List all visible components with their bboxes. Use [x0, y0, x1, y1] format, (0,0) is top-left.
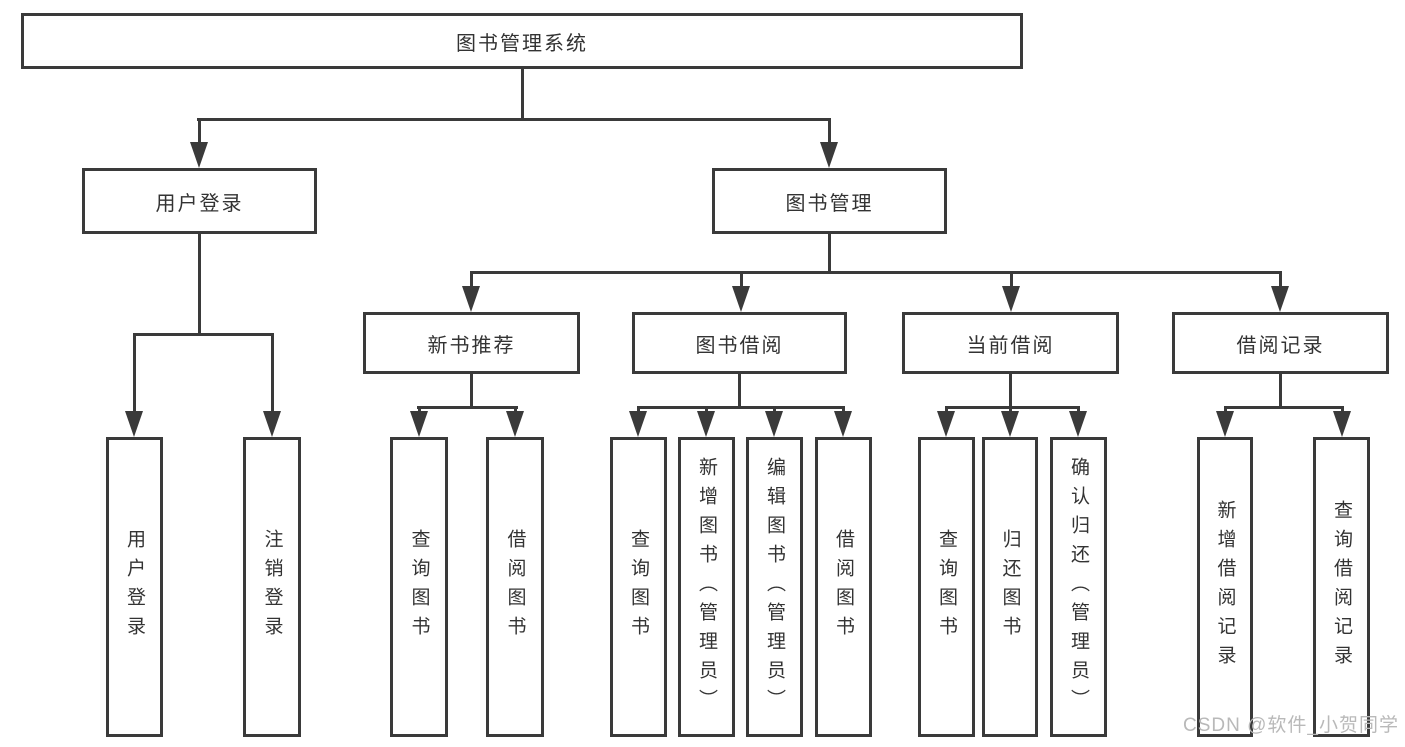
- leaf-logout-label: 注销登录: [261, 529, 283, 645]
- connector-line: [1279, 374, 1282, 406]
- arrowhead: [462, 286, 480, 312]
- leaf-return-books: 归还图书: [982, 437, 1038, 737]
- leaf-borrow-query-books: 查询图书: [610, 437, 667, 737]
- node-borrow-records-label: 借阅记录: [1236, 334, 1325, 357]
- leaf-user-login: 用户登录: [106, 437, 163, 737]
- connector-line: [705, 406, 708, 414]
- connector-line: [1077, 406, 1080, 414]
- connector-line: [470, 271, 1281, 274]
- leaf-user-login-label: 用户登录: [124, 529, 145, 645]
- connector-line: [198, 118, 201, 144]
- node-new-book-recommend: 新书推荐: [363, 312, 580, 374]
- node-user-login: 用户登录: [82, 168, 317, 234]
- connector-line: [271, 333, 274, 413]
- leaf-borrow-books: 借阅图书: [815, 437, 872, 737]
- arrowhead: [410, 411, 428, 437]
- connector-line: [417, 406, 518, 409]
- node-book-borrow-label: 图书借阅: [695, 334, 784, 357]
- leaf-recommend-query-books: 查询图书: [390, 437, 448, 737]
- arrowhead: [1069, 411, 1087, 437]
- arrowhead: [820, 142, 838, 168]
- leaf-recommend-query-books-label: 查询图书: [408, 529, 430, 645]
- leaf-edit-books-admin: 编辑图书（管理员）: [746, 437, 803, 737]
- node-book-management-label: 图书管理: [785, 192, 874, 215]
- leaf-current-query-books-label: 查询图书: [936, 529, 957, 645]
- connector-line: [1224, 406, 1343, 409]
- arrowhead: [263, 411, 281, 437]
- node-book-borrow: 图书借阅: [632, 312, 847, 374]
- connector-line: [828, 234, 831, 274]
- connector-line: [828, 118, 831, 144]
- watermark-text: CSDN @软件_小贺同学: [1183, 715, 1399, 736]
- leaf-add-books-admin-label: 新增图书（管理员）: [696, 456, 717, 718]
- leaf-query-borrow-record-label: 查询借阅记录: [1331, 500, 1352, 674]
- connector-line: [198, 234, 201, 333]
- connector-line: [197, 118, 831, 121]
- node-root: 图书管理系统: [21, 13, 1023, 69]
- leaf-borrow-books-label: 借阅图书: [833, 529, 854, 645]
- connector-line: [470, 374, 473, 406]
- arrowhead: [1333, 411, 1351, 437]
- connector-line: [945, 406, 1079, 409]
- connector-line: [470, 271, 473, 288]
- node-book-management: 图书管理: [712, 168, 947, 234]
- connector-line: [1010, 271, 1013, 288]
- connector-line: [133, 333, 274, 336]
- leaf-logout: 注销登录: [243, 437, 301, 737]
- connector-line: [418, 406, 421, 414]
- arrowhead: [1271, 286, 1289, 312]
- node-user-login-label: 用户登录: [155, 192, 244, 215]
- arrowhead: [732, 286, 750, 312]
- connector-line: [1224, 406, 1227, 414]
- arrowhead: [1001, 411, 1019, 437]
- arrowhead: [765, 411, 783, 437]
- leaf-borrow-query-books-label: 查询图书: [628, 529, 649, 645]
- leaf-confirm-return-admin-label: 确认归还（管理员）: [1068, 456, 1089, 718]
- node-new-book-recommend-label: 新书推荐: [427, 334, 516, 357]
- connector-line: [738, 374, 741, 406]
- connector-line: [637, 406, 844, 409]
- leaf-query-borrow-record: 查询借阅记录: [1313, 437, 1370, 737]
- arrowhead: [125, 411, 143, 437]
- connector-line: [842, 406, 845, 414]
- connector-line: [740, 271, 743, 288]
- arrowhead: [834, 411, 852, 437]
- leaf-confirm-return-admin: 确认归还（管理员）: [1050, 437, 1107, 737]
- connector-line: [1009, 406, 1012, 414]
- node-current-borrow-label: 当前借阅: [966, 334, 1055, 357]
- arrowhead: [506, 411, 524, 437]
- leaf-add-borrow-record-label: 新增借阅记录: [1214, 500, 1236, 674]
- connector-line: [521, 69, 524, 118]
- arrowhead: [190, 142, 208, 168]
- arrowhead: [1002, 286, 1020, 312]
- connector-line: [1341, 406, 1344, 414]
- connector-line: [945, 406, 948, 414]
- leaf-add-books-admin: 新增图书（管理员）: [678, 437, 735, 737]
- arrowhead: [697, 411, 715, 437]
- node-root-label: 图书管理系统: [456, 32, 588, 55]
- connector-line: [637, 406, 640, 414]
- connector-line: [773, 406, 776, 414]
- arrowhead: [629, 411, 647, 437]
- arrowhead: [937, 411, 955, 437]
- connector-line: [1279, 271, 1282, 288]
- connector-line: [133, 333, 136, 413]
- connector-line: [1009, 374, 1012, 406]
- node-current-borrow: 当前借阅: [902, 312, 1119, 374]
- leaf-edit-books-admin-label: 编辑图书（管理员）: [764, 456, 785, 718]
- leaf-add-borrow-record: 新增借阅记录: [1197, 437, 1253, 737]
- leaf-return-books-label: 归还图书: [999, 529, 1021, 645]
- connector-line: [514, 406, 517, 414]
- node-borrow-records: 借阅记录: [1172, 312, 1389, 374]
- arrowhead: [1216, 411, 1234, 437]
- leaf-recommend-borrow-books-label: 借阅图书: [504, 529, 526, 645]
- leaf-current-query-books: 查询图书: [918, 437, 975, 737]
- leaf-recommend-borrow-books: 借阅图书: [486, 437, 544, 737]
